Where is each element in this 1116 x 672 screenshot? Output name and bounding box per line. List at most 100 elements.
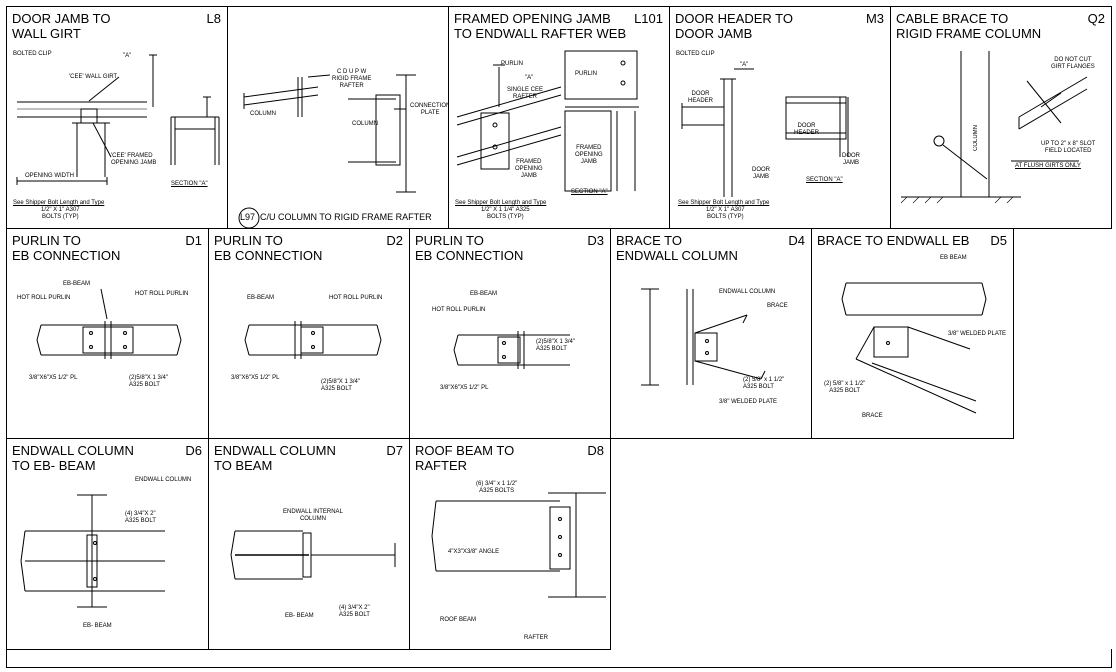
- detail-d5: BRACE TO ENDWALL EB D5 EB BEAM 3/8" WELD…: [811, 228, 1014, 439]
- m3-door-jamb-right-label: DOOR JAMB: [842, 153, 860, 166]
- l8-cee-wall-girt-label: 'CEE' WALL GIRT: [69, 74, 118, 80]
- d7-drawing: [230, 530, 396, 580]
- d1-eb-beam-label: EB-BEAM: [63, 281, 91, 287]
- detail-code: D7: [386, 443, 403, 458]
- d4-endwall-column-label: ENDWALL COLUMN: [719, 289, 776, 295]
- l97-drawing: [238, 74, 416, 228]
- detail-d4: BRACE TO ENDWALL COLUMN D4 ENDWALL COLUM…: [610, 228, 812, 439]
- detail-code: D8: [587, 443, 604, 458]
- d8-roof-beam-label: ROOF BEAM: [440, 617, 477, 623]
- d4-drawing: [641, 288, 766, 386]
- l8-a-label: "A": [123, 53, 132, 59]
- detail-l101: FRAMED OPENING JAMB TO ENDWALL RAFTER WE…: [448, 6, 670, 229]
- l101-framed-jamb-left-label: FRAMED OPENING JAMB: [515, 159, 543, 179]
- detail-d7: ENDWALL COLUMN TO BEAM D7 ENDWALL INTERN…: [208, 438, 410, 650]
- q2-drawing: [900, 51, 1088, 204]
- m3-note-link[interactable]: See Shipper Bolt Length and Type: [678, 200, 770, 206]
- l8-section-a-label: SECTION "A": [171, 181, 208, 187]
- d7-endwall-internal-column-label: ENDWALL INTERNAL COLUMN: [283, 509, 343, 522]
- l101-framed-jamb-right-label: FRAMED OPENING JAMB: [575, 145, 603, 165]
- d8-drawing: [431, 492, 606, 598]
- detail-code: D3: [587, 233, 604, 248]
- detail-code: M3: [865, 11, 884, 26]
- detail-title: PURLIN TO EB CONNECTION: [12, 233, 121, 263]
- d2-plate-label: 3/8"X6"X5 1/2" PL: [231, 375, 280, 381]
- detail-l97: C D U P W RIGID FRAME RAFTER COLUMN COLU…: [227, 6, 449, 229]
- d3-plate-label: 3/8"X6"X5 1/2" PL: [440, 385, 489, 391]
- d6-endwall-column-label: ENDWALL COLUMN: [135, 477, 192, 483]
- detail-title: PURLIN TO EB CONNECTION: [415, 233, 524, 263]
- d1-hot-roll-purlin-right-label: HOT ROLL PURLIN: [135, 291, 189, 297]
- d8-angle-label: 4"X3"X3/8" ANGLE: [448, 549, 500, 555]
- d7-eb-beam-label: EB- BEAM: [285, 613, 314, 619]
- d1-bolt-label: (2)5/8"X 1 3/4" A325 BOLT: [129, 375, 168, 388]
- m3-note-bolts: 1/2" X 1" A307 BOLTS (TYP): [706, 207, 745, 220]
- detail-d3: PURLIN TO EB CONNECTION D3 EB-BEAM HOT R…: [409, 228, 611, 439]
- q2-do-not-cut-label: DO NOT CUT GIRT FLANGES: [1051, 57, 1095, 70]
- d3-bolt-label: (2)5/8"X 1 3/4" A325 BOLT: [536, 339, 575, 352]
- l8-opening-width-label: OPENING WIDTH: [25, 173, 74, 179]
- d4-welded-plate-label: 3/8" WELDED PLATE: [719, 399, 778, 405]
- d3-drawing: [453, 331, 570, 369]
- d7-bolt-label: (4) 3/4"X 2" A325 BOLT: [339, 605, 370, 618]
- detail-title: FRAMED OPENING JAMB TO ENDWALL RAFTER WE…: [454, 11, 627, 41]
- q2-slot-label: UP TO 2" x 8" SLOT FIELD LOCATED: [1041, 141, 1096, 154]
- l97-callout-code: L97: [240, 212, 256, 222]
- m3-drawing: [681, 68, 849, 197]
- detail-title: CABLE BRACE TO RIGID FRAME COLUMN: [896, 11, 1042, 41]
- detail-code: D5: [990, 233, 1007, 248]
- detail-l8: DOOR JAMB TO WALL GIRT L8 BO: [6, 6, 228, 229]
- d2-hot-roll-purlin-label: HOT ROLL PURLIN: [329, 295, 383, 301]
- d4-bolt-label: (2) 5/8" x 1 1/2" A325 BOLT: [743, 377, 785, 390]
- m3-door-header-right-label: DOOR HEADER: [794, 123, 820, 136]
- sheet-bottom-rule: [6, 649, 1112, 668]
- q2-column-label: COLUMN: [973, 125, 979, 152]
- l101-note-link[interactable]: See Shipper Bolt Length and Type: [455, 200, 547, 206]
- detail-code: D4: [788, 233, 805, 248]
- l101-purlin-left-label: PURLIN: [501, 61, 524, 67]
- d3-hot-roll-purlin-label: HOT ROLL PURLIN: [432, 307, 486, 313]
- l97-column-right-label: COLUMN: [352, 121, 379, 127]
- l101-note-bolts: 1/2" X 1 1/4" A325 BOLTS (TYP): [481, 207, 530, 220]
- l8-cee-framed-jamb-label: 'CEE' FRAMED OPENING JAMB: [111, 153, 157, 166]
- detail-d6: ENDWALL COLUMN TO EB- BEAM D6 ENDWALL CO…: [6, 438, 209, 650]
- l97-rafter-label: C D U P W RIGID FRAME RAFTER: [332, 69, 372, 89]
- l97-column-left-label: COLUMN: [250, 111, 277, 117]
- l101-drawing: [456, 50, 639, 192]
- d8-bolts-label: (6) 3/4" x 1 1/2" A325 BOLTS: [476, 481, 518, 494]
- m3-bolted-clip-label: BOLTED CLIP: [676, 51, 715, 57]
- detail-title: PURLIN TO EB CONNECTION: [214, 233, 323, 263]
- m3-door-jamb-left-label: DOOR JAMB: [752, 167, 770, 180]
- detail-code: D2: [386, 233, 403, 248]
- d5-brace-label: BRACE: [862, 413, 883, 419]
- detail-title: BRACE TO ENDWALL EB: [817, 233, 970, 248]
- d2-drawing: [244, 321, 382, 359]
- detail-m3: DOOR HEADER TO DOOR JAMB M3 BOLTED CLIP …: [669, 6, 891, 229]
- d1-hot-roll-purlin-left-label: HOT ROLL PURLIN: [17, 295, 71, 301]
- detail-code: L101: [634, 11, 663, 26]
- l8-note-bolts: 1/2" X 1" A307 BOLTS (TYP): [41, 207, 80, 220]
- detail-title: DOOR HEADER TO DOOR JAMB: [675, 11, 793, 41]
- d1-plate-label: 3/8"X6"X5 1/2" PL: [29, 375, 78, 381]
- d5-welded-plate-label: 3/8" WELDED PLATE: [948, 331, 1007, 337]
- detail-code: L8: [206, 11, 221, 26]
- detail-code: Q2: [1087, 11, 1105, 26]
- m3-door-header-left-label: DOOR HEADER: [688, 91, 714, 104]
- d6-bolt-label: (4) 3/4"X 2" A325 BOLT: [125, 511, 156, 524]
- d1-drawing: [36, 288, 182, 359]
- detail-code: D1: [185, 233, 202, 248]
- l101-section-a-label: SECTION "A": [571, 189, 608, 195]
- d6-eb-beam-label: EB- BEAM: [83, 623, 112, 629]
- d2-bolt-label: (2)5/8"X 1 3/4" A325 BOLT: [321, 379, 360, 392]
- d5-bolt-label: (2) 5/8" x 1 1/2" A325 BOLT: [824, 381, 866, 394]
- d2-eb-beam-label: EB-BEAM: [247, 295, 275, 301]
- l101-a-label: "A": [525, 75, 534, 81]
- l8-note-link[interactable]: See Shipper Bolt Length and Type: [13, 200, 105, 206]
- d6-drawing: [20, 494, 165, 608]
- q2-flush-girts-label: AT FLUSH GIRTS ONLY: [1015, 163, 1081, 169]
- m3-a-label: "A": [740, 62, 749, 68]
- l97-callout-text: C/U COLUMN TO RIGID FRAME RAFTER: [260, 212, 432, 222]
- l101-purlin-right-label: PURLIN: [575, 71, 598, 77]
- detail-d1: PURLIN TO EB CONNECTION D1 EB-BEAM HOT R…: [6, 228, 209, 439]
- detail-d8: ROOF BEAM TO RAFTER D8 (6) 3/4" x 1 1/2"…: [409, 438, 611, 650]
